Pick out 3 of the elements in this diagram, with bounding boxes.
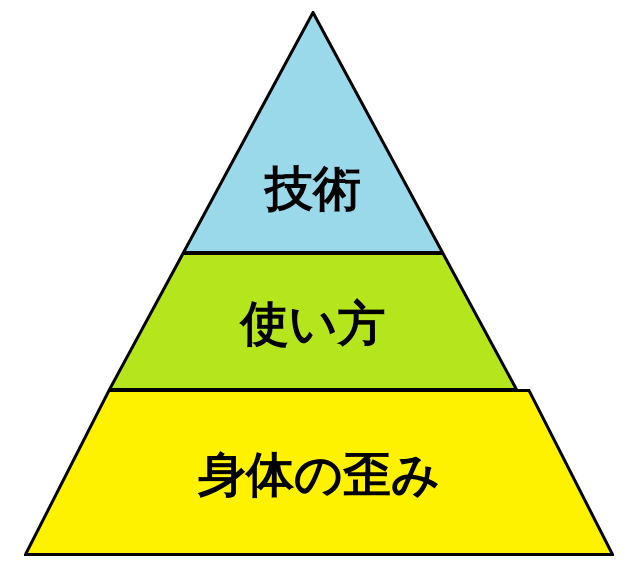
tier-label: 技術 xyxy=(265,163,361,216)
tier-label: 身体の歪み xyxy=(198,449,440,502)
tier-label: 使い方 xyxy=(240,298,386,351)
